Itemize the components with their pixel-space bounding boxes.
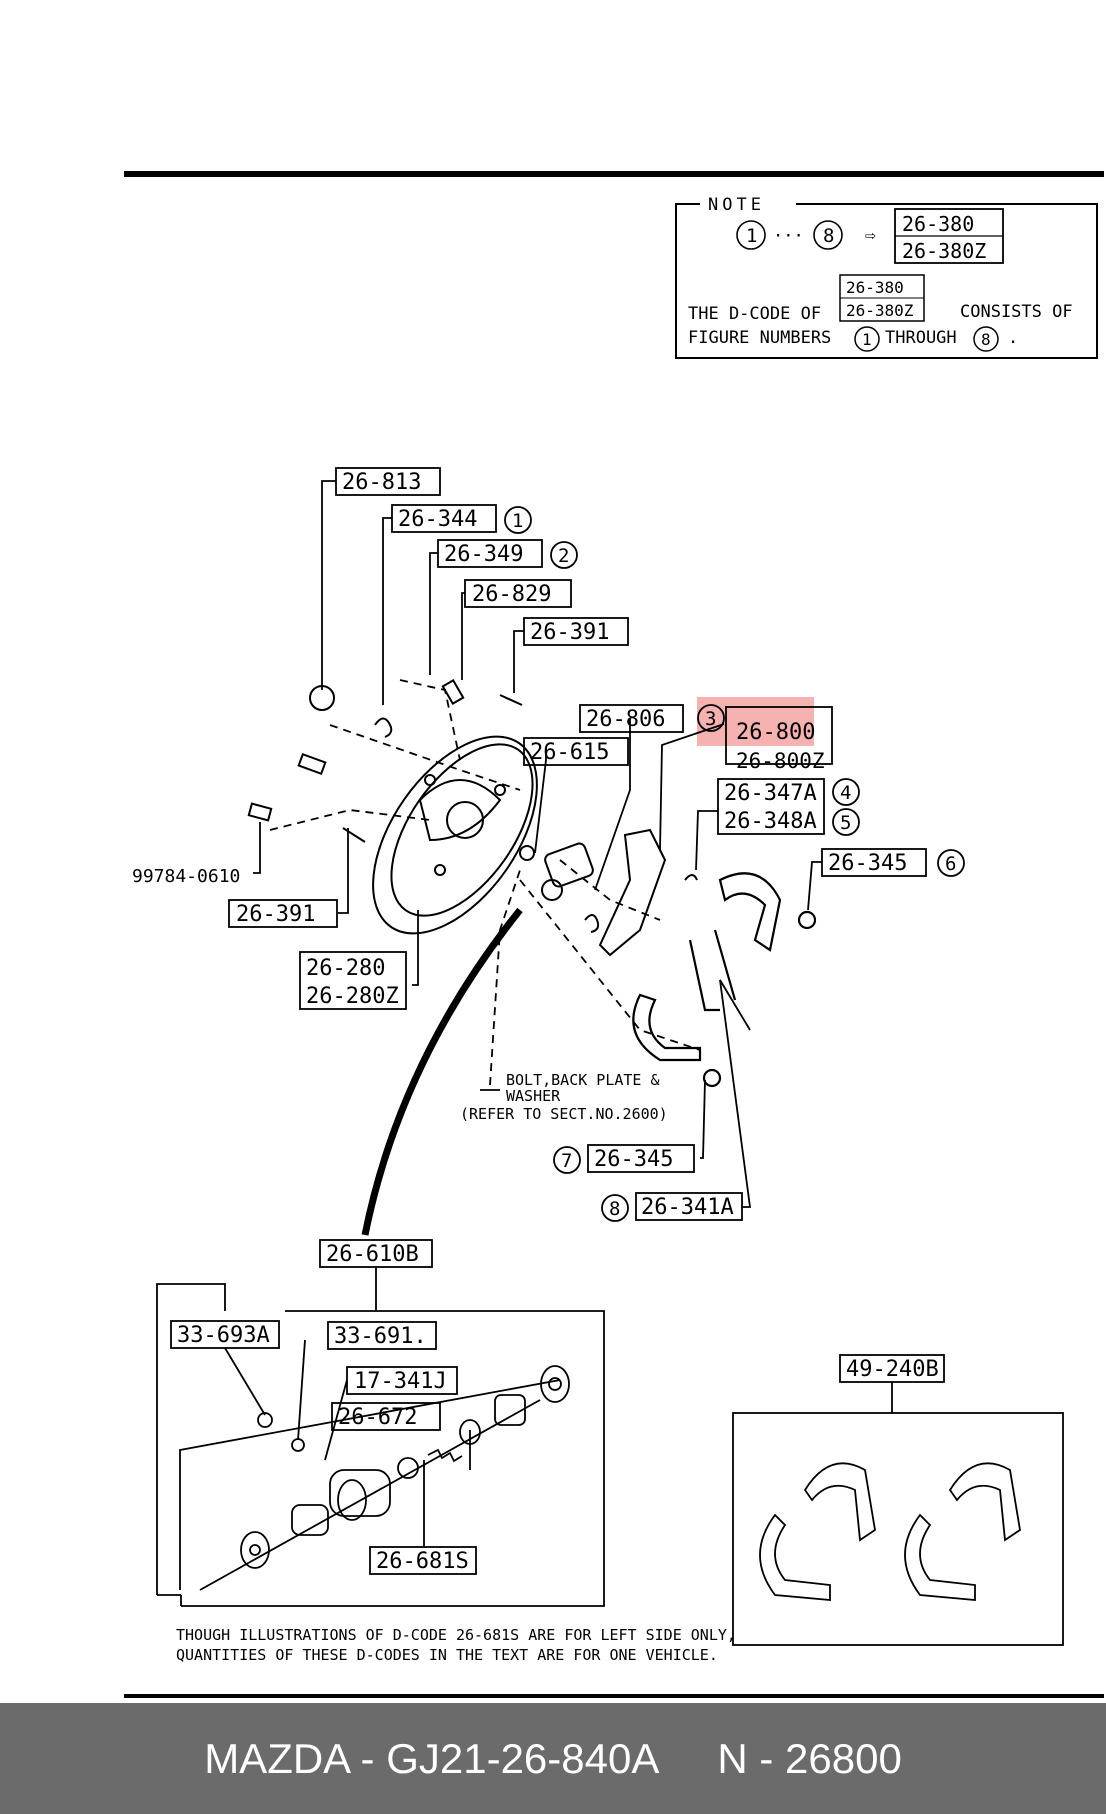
parking-lever [584, 828, 698, 957]
note-line1-suffix: CONSISTS OF [960, 302, 1073, 322]
note-arrow: ⇨ [865, 225, 876, 246]
callout-3: 3 [705, 708, 716, 730]
detail-callout-line [361, 907, 523, 1236]
footer-bar: MAZDA - GJ21-26-840A N - 26800 [0, 1703, 1106, 1814]
footer-section-number: N - 26800 [717, 1734, 902, 1782]
note-line2-num8: 8 [981, 330, 991, 349]
note-inline-code-a: 26-380 [846, 278, 904, 297]
label-26-345-right: 26-345 [828, 851, 907, 876]
brake-shoes [632, 872, 817, 1088]
bottom-rule [124, 1694, 1104, 1698]
top-rule [124, 171, 1104, 177]
label-26-813: 26-813 [342, 470, 421, 495]
wheel-cylinder [519, 842, 594, 901]
footer-part-number: MAZDA - GJ21-26-840A [204, 1734, 660, 1782]
label-26-349: 26-349 [444, 542, 523, 567]
note-range-start: 1 [746, 225, 757, 247]
label-26-681s: 26-681S [376, 1549, 469, 1574]
note-line2-mid: THROUGH [885, 328, 957, 348]
label-26-344: 26-344 [398, 507, 477, 532]
label-26-610b: 26-610B [326, 1242, 419, 1267]
bolt-note-line1: BOLT,BACK PLATE & [506, 1071, 660, 1089]
label-26-345-bottom: 26-345 [594, 1147, 673, 1172]
cylinder-detail [156, 1267, 605, 1607]
label-26-348a: 26-348A [724, 809, 817, 834]
label-26-280z: 26-280Z [306, 984, 399, 1009]
note-range-end: 8 [823, 225, 834, 247]
back-plate [372, 735, 538, 935]
note-code-a: 26-380 [902, 212, 974, 236]
label-26-280: 26-280 [306, 956, 385, 981]
callout-4: 4 [840, 782, 851, 804]
note-line2-prefix: FIGURE NUMBERS [688, 328, 831, 348]
adjuster-parts [247, 678, 523, 843]
label-26-347a: 26-347A [724, 781, 817, 806]
note-box: NOTE 1 ··· 8 ⇨ 26-380 26-380Z THE D-CODE… [675, 194, 1098, 359]
note-line1-prefix: THE D-CODE OF [688, 304, 821, 324]
label-99784-0610: 99784-0610 [132, 866, 240, 887]
label-49-240b: 49-240B [846, 1357, 939, 1382]
note-line2-end: . [1008, 328, 1018, 348]
label-26-391-left: 26-391 [236, 902, 315, 927]
callout-2: 2 [558, 545, 569, 567]
label-26-800: 26-800 [736, 720, 815, 745]
label-26-341a: 26-341A [641, 1195, 734, 1220]
note-inline-code-b: 26-380Z [846, 301, 914, 320]
callout-6: 6 [945, 853, 956, 875]
label-17-341j: 17-341J [354, 1369, 447, 1394]
label-26-391-top: 26-391 [530, 620, 609, 645]
callout-1: 1 [512, 510, 523, 532]
label-33-691: 33-691. [334, 1324, 427, 1349]
label-26-829: 26-829 [472, 582, 551, 607]
callout-5: 5 [840, 812, 851, 834]
shoe-set-detail [732, 1382, 1064, 1646]
parts-diagram: NOTE 1 ··· 8 ⇨ 26-380 26-380Z THE D-CODE… [124, 171, 1104, 1698]
note-code-b: 26-380Z [902, 239, 986, 263]
note-line2-num1: 1 [862, 330, 872, 349]
footnote-line2: QUANTITIES OF THESE D-CODES IN THE TEXT … [176, 1646, 718, 1664]
highlight-26-800 [697, 697, 814, 746]
callout-8: 8 [609, 1198, 620, 1220]
footnote-line1: THOUGH ILLUSTRATIONS OF D-CODE 26-681S A… [176, 1626, 736, 1644]
callout-7: 7 [561, 1150, 572, 1172]
label-33-693a: 33-693A [177, 1323, 270, 1348]
label-26-800z: 26-800Z [736, 749, 825, 773]
note-title: NOTE [708, 195, 765, 215]
label-26-615: 26-615 [530, 740, 609, 765]
label-26-806: 26-806 [586, 707, 665, 732]
note-range-sep: ··· [773, 226, 804, 246]
bolt-note-line3: (REFER TO SECT.NO.2600) [460, 1105, 668, 1123]
bolt-note-line2: WASHER [506, 1087, 561, 1105]
